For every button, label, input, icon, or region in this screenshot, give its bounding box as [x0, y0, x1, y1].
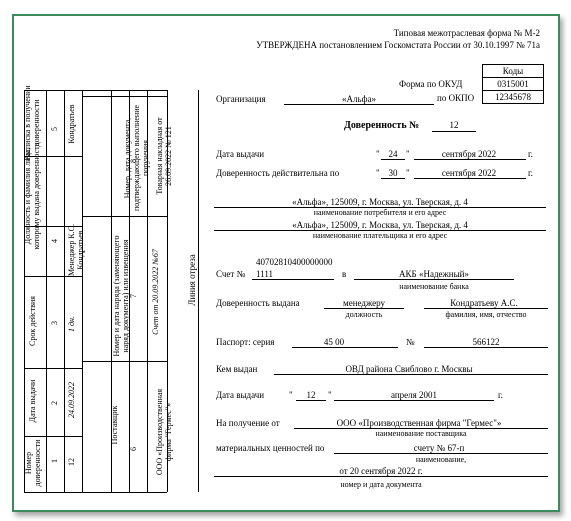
passport-number-label: №: [406, 337, 415, 347]
issue-quote-close: ": [406, 149, 410, 159]
stub2-value-order: Счет от 20.09.2022 №67: [151, 249, 160, 335]
form-okud-label: Форма по ОКУД: [399, 79, 463, 89]
stub-header-receipt: Расписка в получении доверенности: [23, 85, 41, 161]
okpo-label: по ОКПО: [437, 93, 475, 103]
stub-header-number: Номер доверенности: [24, 439, 42, 487]
issue-month: сентября 2022: [441, 149, 497, 159]
approved-line: УТВЕРЖДЕНА постановлением Госкомстата Ро…: [256, 40, 540, 50]
payer-caption: наименование плательщика и его адрес: [312, 231, 448, 240]
issue-label: Дата выдачи: [216, 149, 265, 159]
payer-value: «Альфа», 125009, г. Москва, ул. Тверская…: [292, 220, 468, 230]
receive-doc-caption: наименование,: [415, 455, 467, 464]
valid-quote-close: ": [406, 168, 410, 178]
consumer-value: «Альфа», 125009, г. Москва, ул. Тверская…: [292, 197, 468, 207]
doc-title: Доверенность №: [344, 120, 420, 131]
stub2-value-supplier: ООО «Производственная фирма "Гермес"»: [155, 388, 173, 476]
stub-num-5: 5: [50, 127, 59, 131]
issued-to-label: Доверенность выдана: [216, 298, 300, 308]
bank-caption: наименование банка: [399, 282, 469, 291]
stub-num-1: 1: [50, 459, 59, 463]
okud-value: 0315001: [482, 77, 544, 91]
passport-label: Паспорт: серия: [216, 337, 275, 347]
org-label: Организация: [216, 94, 266, 104]
okpo-value: 12345678: [482, 90, 544, 104]
valid-day: 30: [388, 168, 398, 178]
issue-day: 24: [388, 149, 398, 159]
stub-header-date: Дата выдачи: [28, 379, 37, 423]
stub-num-3: 3: [50, 321, 59, 325]
stub2-num-7: 7: [129, 294, 138, 298]
stub2-value-confirm: Товарная накладная от 26.09.2022 № 121: [155, 117, 173, 195]
stub-value-person: Менеджер К.С. Кондратьев: [67, 224, 85, 276]
issued-position: менеджеру: [343, 298, 385, 308]
passport-date-month: апреля 2001: [390, 390, 438, 400]
stub2-header-supplier: Поставщик: [110, 405, 119, 445]
passport-date-day: 12: [306, 390, 316, 400]
receive-doc2-caption: номер и дата документа: [340, 480, 422, 489]
receive-doc: счету № 67-п: [413, 443, 465, 453]
document-frame: Номер доверенности Дата выдачи Срок дейс…: [12, 14, 560, 512]
account-number-top: 40702810400000000: [256, 257, 333, 267]
org-value: «Альфа»: [342, 94, 376, 104]
passport-series: 45 00: [323, 337, 345, 347]
stub2-num-8: 8: [129, 159, 138, 163]
account-label: Счет №: [216, 269, 246, 279]
receive-doc2: от 20 сентября 2022 г.: [339, 466, 423, 476]
issued-by-label: Кем выдан: [216, 364, 258, 374]
form-type-line: Типовая межотраслевая форма № М-2: [393, 28, 540, 38]
issue-quote-open: ": [376, 149, 380, 159]
passport-date-label: Дата выдачи: [216, 390, 265, 400]
account-number-bottom: 1111: [256, 269, 273, 279]
issued-name: Кондратьеву А.С.: [450, 298, 518, 308]
cut-line-label: Линия отреза: [187, 254, 197, 306]
valid-month: сентября 2022: [441, 168, 497, 178]
bank-value: АКБ «Надежный»: [399, 269, 469, 279]
cut-line: [198, 90, 199, 492]
consumer-caption: наименование потребителя и его адрес: [313, 208, 447, 217]
stub-value-number: 12: [67, 458, 76, 466]
stub2-num-6: 6: [129, 447, 138, 451]
stub-num-2: 2: [50, 401, 59, 405]
issue-year-suffix: г.: [528, 149, 533, 159]
account-in: в: [342, 269, 347, 279]
passport-date-year-suffix: г.: [498, 390, 503, 400]
stub-value-receipt: Кондратьев: [67, 104, 76, 144]
stub-value-validity: 1 дн.: [67, 316, 76, 333]
passport-date-quote-close: ": [328, 390, 332, 400]
stub-value-date: 24.09.2022: [67, 382, 76, 418]
passport-date-quote-open: ": [289, 390, 293, 400]
codes-title: Коды: [482, 64, 544, 78]
valid-year-suffix: г.: [528, 168, 533, 178]
receive-supplier: ООО «Производственная фирма "Гермес"»: [336, 418, 502, 428]
receive-label: На получение от: [216, 418, 280, 428]
doc-number: 12: [449, 120, 459, 130]
passport-number: 566122: [472, 337, 500, 347]
receive-supplier-caption: наименование поставщика: [375, 429, 467, 438]
valid-label: Доверенность действительна по: [216, 168, 340, 178]
stub-header-validity: Срок действия: [28, 296, 37, 346]
issued-name-caption: фамилия, имя, отчество: [445, 310, 527, 319]
valid-quote-open: ": [376, 168, 380, 178]
receive-label2: материальных ценностей по: [216, 443, 325, 453]
issued-by-value: ОВД района Свиблово г. Москвы: [345, 364, 473, 374]
stub-num-4: 4: [50, 239, 59, 243]
issued-position-caption: должность: [345, 310, 383, 319]
